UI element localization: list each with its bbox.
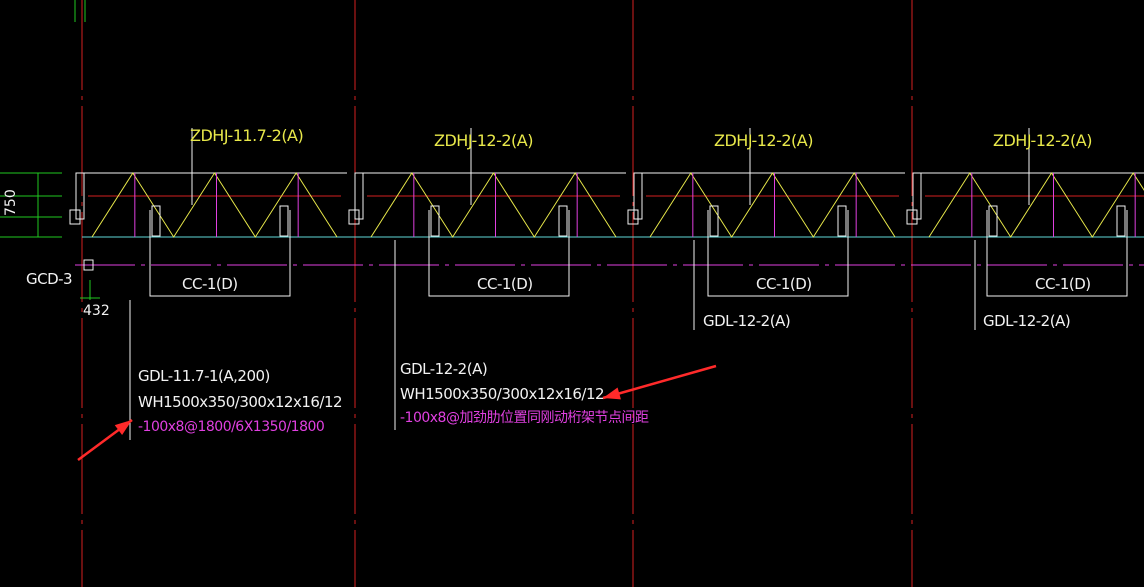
opening-jamb-left-2 xyxy=(430,205,440,237)
truss-label-2[interactable]: ZDHJ-12-2(A) xyxy=(434,131,533,150)
opening-jamb-right-4 xyxy=(1116,205,1126,237)
opening-jamb-left-3 xyxy=(709,205,719,237)
truss-web-2 xyxy=(370,172,617,238)
dimension-vertical[interactable]: 750 xyxy=(3,189,19,216)
opening-jamb-right-1 xyxy=(279,205,289,237)
splice-mark-3 xyxy=(627,209,639,225)
truss-label-4[interactable]: ZDHJ-12-2(A) xyxy=(993,131,1092,150)
truss-label-3[interactable]: ZDHJ-12-2(A) xyxy=(714,131,813,150)
opening-label-4[interactable]: CC-1(D) xyxy=(1035,275,1091,293)
opening-jamb-left-4 xyxy=(988,205,998,237)
splice-mark-4 xyxy=(906,209,918,225)
arrow-head-1 xyxy=(114,420,132,436)
opening-outline-1 xyxy=(149,210,291,297)
truss-web-4 xyxy=(928,172,1144,238)
splice-mark-2 xyxy=(348,209,360,225)
opening-label-3[interactable]: CC-1(D) xyxy=(756,275,812,293)
opening-jamb-right-2 xyxy=(558,205,568,237)
opening-label-1[interactable]: CC-1(D) xyxy=(182,275,238,293)
arrow-shaft-2 xyxy=(602,364,717,400)
annotation-arrows xyxy=(77,364,717,462)
column-marker xyxy=(83,259,94,271)
truss-label-1[interactable]: ZDHJ-11.7-2(A) xyxy=(190,126,304,145)
beam-note-2-section[interactable]: WH1500x350/300x12x16/12 xyxy=(400,385,605,403)
beam-note-1-name[interactable]: GDL-11.7-1(A,200) xyxy=(138,367,270,385)
column-tag[interactable]: GCD-3 xyxy=(26,270,73,288)
truss-web-1 xyxy=(91,172,338,238)
arrow-head-2 xyxy=(603,387,621,400)
truss-web-3 xyxy=(649,172,896,238)
beam-tag-3[interactable]: GDL-12-2(A) xyxy=(703,312,791,330)
opening-jamb-right-3 xyxy=(837,205,847,237)
beam-note-1-section[interactable]: WH1500x350/300x12x16/12 xyxy=(138,393,343,411)
splice-mark-1 xyxy=(69,209,81,225)
opening-label-2[interactable]: CC-1(D) xyxy=(477,275,533,293)
beam-note-2-name[interactable]: GDL-12-2(A) xyxy=(400,360,488,378)
opening-outline-2 xyxy=(428,210,570,297)
opening-outline-4 xyxy=(986,210,1128,297)
beam-note-1-stiffener[interactable]: -100x8@1800/6X1350/1800 xyxy=(138,419,325,435)
axis-lines xyxy=(81,0,913,587)
opening-outline-3 xyxy=(707,210,849,297)
opening-jamb-left-1 xyxy=(151,205,161,237)
dimension-horizontal[interactable]: 432 xyxy=(83,303,110,319)
beam-note-2-stiffener[interactable]: -100x8@加劲肋位置同刚动桁架节点间距 xyxy=(400,410,649,426)
beam-tag-4[interactable]: GDL-12-2(A) xyxy=(983,312,1071,330)
truss-geometry xyxy=(0,0,1144,440)
